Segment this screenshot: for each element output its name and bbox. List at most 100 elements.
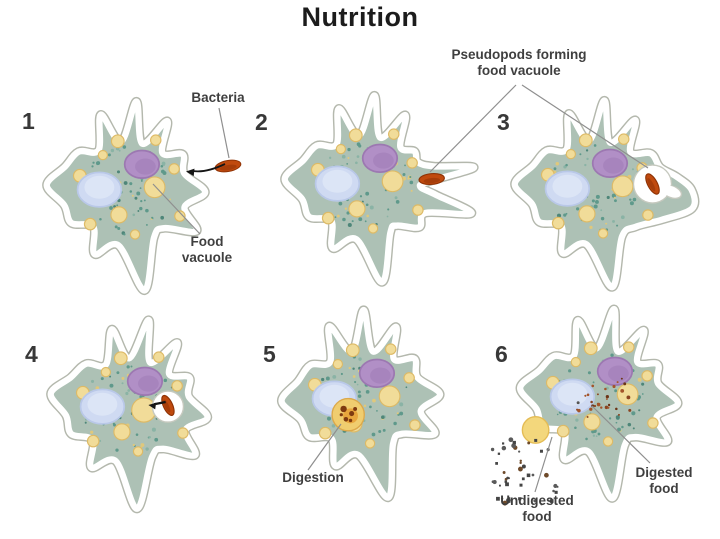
food-vacuole	[367, 223, 379, 234]
food-vacuole	[113, 351, 128, 366]
food-vacuole	[618, 133, 630, 145]
nucleolus	[138, 375, 159, 392]
merge-arrow-line	[153, 400, 166, 406]
amoeba-stage-3-illustration	[510, 95, 700, 292]
food-vacuole	[348, 128, 363, 143]
food-vacuole	[385, 343, 397, 355]
label-food-vacuole: Food vacuole	[181, 234, 233, 266]
stage-number-4: 4	[25, 341, 38, 367]
label-bacteria: Bacteria	[191, 90, 245, 105]
amoeba-body	[47, 316, 211, 512]
food-particle	[340, 405, 347, 413]
food-vacuole	[174, 210, 186, 222]
food-vacuole	[406, 157, 418, 169]
food-vacuole	[597, 228, 609, 239]
food-vacuole	[602, 436, 614, 447]
food-vacuole	[551, 216, 565, 230]
stage-number-2: 2	[255, 109, 268, 135]
food-vacuole	[611, 175, 634, 198]
food-vacuole	[378, 385, 401, 408]
food-vacuole	[623, 341, 635, 353]
food-vacuole	[86, 434, 100, 448]
food-vacuole	[171, 380, 183, 392]
amoeba-stage-1-illustration	[42, 96, 210, 296]
food-vacuole	[583, 413, 601, 431]
amoeba-stage-2-illustration	[280, 90, 479, 287]
contractile-vacuole-highlight	[87, 392, 118, 416]
food-vacuole	[345, 343, 360, 358]
food-vacuole	[556, 424, 570, 438]
nucleus	[596, 356, 634, 386]
food-vacuole	[83, 217, 97, 231]
bacterium-icon	[645, 173, 660, 195]
amoeba-stage-5-illustration	[276, 305, 445, 503]
contractile-vacuole-highlight	[552, 174, 583, 198]
stage-number-6: 6	[495, 341, 508, 367]
food-vacuole	[412, 204, 424, 216]
food-particle	[349, 411, 355, 417]
food-vacuole	[97, 149, 109, 161]
nucleolus	[135, 158, 156, 175]
organelles	[310, 128, 424, 234]
food-vacuole	[403, 372, 415, 384]
food-particle	[339, 413, 343, 417]
nucleus	[126, 366, 164, 396]
food-vacuole	[100, 366, 112, 378]
bacterium-icon	[418, 172, 445, 186]
food-vacuole	[113, 423, 131, 441]
nucleus	[123, 149, 161, 179]
nucleolus	[370, 367, 391, 384]
food-vacuole	[578, 205, 596, 223]
food-vacuole	[150, 134, 162, 146]
nucleus	[358, 358, 396, 388]
nucleus	[361, 143, 399, 173]
food-vacuole	[364, 438, 376, 449]
contractile-vacuole-highlight	[557, 382, 588, 406]
food-vacuole	[143, 176, 166, 199]
amoeba-stage-4-illustration	[46, 315, 213, 514]
food-vacuole	[321, 211, 335, 225]
nucleolus	[608, 365, 629, 382]
stage-number-1: 1	[22, 108, 35, 134]
label-undigested-food: Undigested food	[500, 493, 574, 525]
food-vacuole	[153, 351, 165, 363]
food-vacuole	[578, 133, 593, 148]
food-vacuole	[332, 358, 344, 370]
food-vacuole	[177, 427, 189, 439]
stage-number-5: 5	[263, 341, 276, 367]
food-vacuole	[335, 143, 347, 155]
organelles	[75, 351, 189, 457]
organelles	[540, 133, 654, 239]
food-vacuole	[168, 163, 180, 175]
label-digested-food: Digested food	[635, 465, 693, 497]
food-vacuole	[110, 206, 128, 224]
food-vacuole	[110, 134, 125, 149]
food-particle	[353, 406, 358, 411]
label-digestion: Digestion	[282, 470, 344, 485]
arrowhead	[148, 402, 157, 410]
contractile-vacuole-highlight	[322, 169, 353, 193]
page-title: Nutrition	[301, 2, 419, 32]
vacuole-opening-fill	[662, 185, 680, 197]
nucleolus	[373, 152, 394, 169]
label-pseudopods: Pseudopods forming food vacuole	[451, 47, 587, 79]
amoeba-body	[281, 92, 478, 286]
food-vacuole	[565, 148, 577, 160]
food-vacuole	[132, 446, 144, 457]
food-vacuole	[583, 341, 598, 356]
food-vacuole	[647, 417, 659, 429]
nucleolus	[603, 157, 624, 174]
food-vacuole	[409, 419, 421, 431]
food-vacuole	[381, 170, 404, 193]
food-vacuole	[318, 426, 332, 440]
contractile-vacuole-highlight	[84, 175, 115, 199]
food-vacuole	[129, 229, 141, 240]
food-vacuole	[348, 200, 366, 218]
food-vacuole	[641, 370, 653, 382]
food-particle	[343, 417, 349, 422]
undigested-food-particles	[490, 437, 559, 506]
food-vacuole	[388, 128, 400, 140]
food-vacuole	[642, 209, 654, 221]
food-vacuole	[570, 356, 582, 368]
